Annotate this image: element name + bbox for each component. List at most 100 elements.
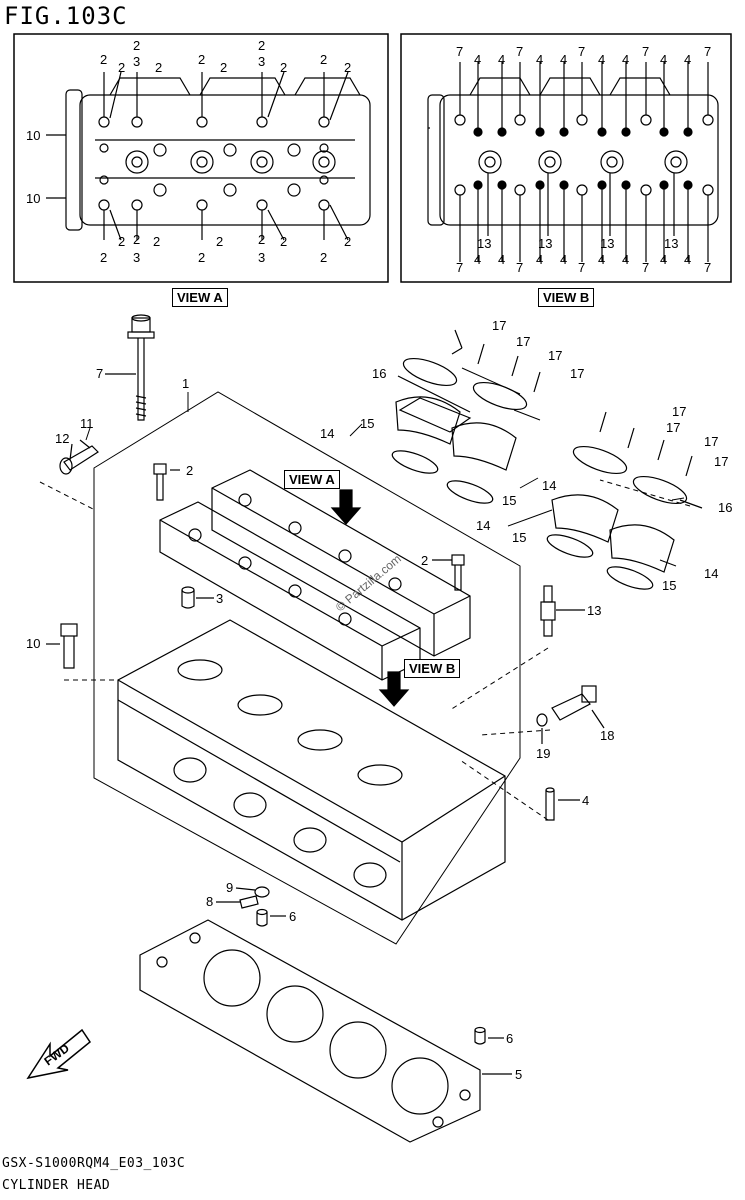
num-16b: 16: [718, 500, 732, 515]
vb-num: 7: [704, 260, 711, 275]
va-num: 10: [26, 128, 40, 143]
vb-num: 13: [600, 236, 614, 251]
bolt-8-washer-9: [216, 886, 270, 909]
vb-num: 7: [704, 44, 711, 59]
num-17g: 17: [704, 434, 718, 449]
fwd-arrow: [26, 1028, 92, 1080]
num-12: 12: [55, 431, 69, 446]
num-15b: 15: [502, 493, 516, 508]
va-num: 3: [258, 250, 265, 265]
vb-num: 4: [536, 252, 543, 267]
view-a-arrow: [330, 489, 362, 525]
vb-num: 13: [477, 236, 491, 251]
vb-num: 4: [598, 52, 605, 67]
vb-num: 4: [474, 252, 481, 267]
figure-code: GSX-S1000RQM4_E03_103C: [2, 1156, 186, 1171]
vb-num: 4: [560, 52, 567, 67]
vb-num: 7: [456, 260, 463, 275]
bolt-2-right: [432, 554, 465, 591]
num-15a: 15: [360, 416, 374, 431]
num-10: 10: [26, 636, 40, 651]
vb-num: 7: [642, 260, 649, 275]
va-num: 2: [100, 52, 107, 67]
vb-num: 4: [684, 52, 691, 67]
view-a-label: VIEW A: [172, 288, 228, 307]
vb-num: 7: [642, 44, 649, 59]
figure-title: FIG.103C: [4, 2, 128, 30]
num-1: 1: [182, 376, 189, 391]
va-num: 2: [133, 38, 140, 53]
va-num: 3: [258, 54, 265, 69]
vb-num: 13: [538, 236, 552, 251]
view-b-plugs: [478, 150, 688, 174]
vb-num: 4: [498, 52, 505, 67]
vb-num: 4: [536, 52, 543, 67]
va-num: 2: [320, 250, 327, 265]
va-num: 2: [133, 232, 140, 247]
num-17a: 17: [492, 318, 506, 333]
view-b-bolts: [473, 127, 693, 190]
view-a-bolts: [98, 116, 336, 211]
num-18: 18: [600, 728, 614, 743]
va-num: 2: [220, 60, 227, 75]
num-2a: 2: [186, 463, 193, 478]
main-numbers: 7 1 11 12 2 3 2 10 13 18 19 4 9 8 6 6 5 …: [26, 318, 732, 1082]
num-11: 11: [80, 416, 94, 431]
dowel-6-upper: [256, 908, 286, 927]
num-14c: 14: [476, 518, 490, 533]
washer-19: [536, 713, 548, 744]
cylinder-head: [117, 619, 506, 921]
vb-num: 4: [498, 252, 505, 267]
va-num: 3: [133, 250, 140, 265]
dowel-3: [181, 586, 214, 609]
va-num: 2: [155, 60, 162, 75]
view-b-panel: [400, 33, 732, 283]
va-num: 2: [258, 38, 265, 53]
vb-num: 7: [456, 44, 463, 59]
va-num: 2: [118, 60, 125, 75]
num-15d: 15: [662, 578, 676, 593]
vb-num: 7: [578, 260, 585, 275]
bolt-7: [105, 314, 155, 421]
num-19: 19: [536, 746, 550, 761]
fitting-11-12: [59, 439, 99, 475]
vb-num: 4: [560, 252, 567, 267]
num-15c: 15: [512, 530, 526, 545]
intake-right: [546, 411, 703, 590]
head-frame: [93, 391, 521, 945]
va-num: 2: [280, 234, 287, 249]
view-b-label: VIEW B: [538, 288, 595, 307]
view-b-numbers: 7 4 4 7 4 4 7 4 4 7 4 4 7 13 13 13 13 7 …: [456, 44, 711, 275]
num-8: 8: [206, 894, 213, 909]
vb-num: 13: [664, 236, 678, 251]
vb-num: 4: [660, 52, 667, 67]
view-a-panel: [13, 33, 389, 283]
view-b-arrow: [378, 671, 410, 707]
num-6b: 6: [506, 1031, 513, 1046]
num-13: 13: [587, 603, 601, 618]
num-14a: 14: [320, 426, 334, 441]
num-17h: 17: [714, 454, 728, 469]
va-num: 2: [100, 250, 107, 265]
va-num: 2: [258, 232, 265, 247]
vb-num: 7: [516, 260, 523, 275]
va-num: 2: [344, 60, 351, 75]
sensor-18: [551, 685, 605, 729]
va-num: 2: [198, 250, 205, 265]
vb-num: 4: [598, 252, 605, 267]
figure-name: CYLINDER HEAD: [2, 1178, 111, 1193]
dowel-6-lower: [474, 1026, 504, 1045]
spark-plug: [540, 585, 585, 637]
va-num: 2: [280, 60, 287, 75]
head-gasket: [139, 919, 512, 1143]
va-num: 2: [320, 52, 327, 67]
num-14b: 14: [542, 478, 556, 493]
view-a-pointer-label: VIEW A: [284, 470, 340, 489]
va-num: 2: [118, 234, 125, 249]
num-17d: 17: [570, 366, 584, 381]
stud-4: [545, 787, 580, 821]
vb-num: 4: [684, 252, 691, 267]
bolt-2-left: [153, 463, 180, 501]
num-7: 7: [96, 366, 103, 381]
